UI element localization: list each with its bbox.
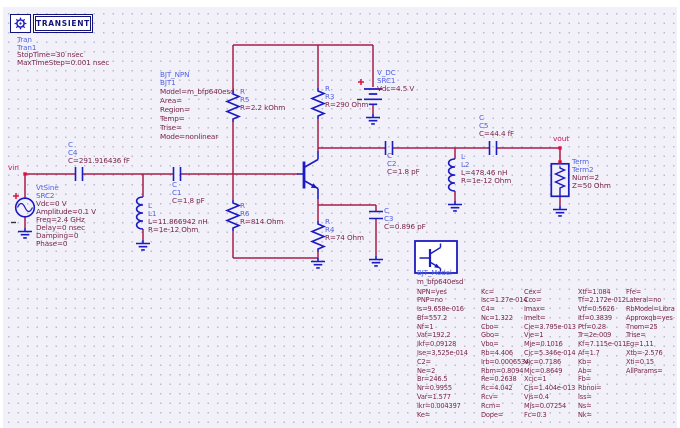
src1-params[interactable]: Vdc=4.5 V [377, 84, 415, 93]
capacitor-c3-symbol[interactable] [369, 210, 383, 220]
term-pin-dot [558, 160, 562, 164]
ground-l1[interactable] [135, 239, 151, 251]
c4-params[interactable]: C=291.916436 fF [68, 156, 130, 165]
transient-gear-icon [10, 14, 31, 33]
ground-term2[interactable] [552, 205, 568, 217]
vin-node-dot [23, 172, 27, 176]
wire-output-net[interactable] [318, 147, 561, 206]
plus-sign-icon [13, 193, 19, 199]
transient-title-box: TRANSIENT [33, 14, 93, 33]
r6-params[interactable]: R=814 Ohm [240, 217, 284, 226]
bjt-model-icon[interactable] [414, 240, 458, 274]
resistor-r6-symbol[interactable] [226, 199, 240, 232]
ground-l2[interactable] [447, 200, 463, 212]
ground-src1[interactable] [365, 113, 381, 125]
c5-params[interactable]: C=44.4 fF [479, 129, 515, 138]
capacitor-c2-symbol[interactable] [384, 141, 394, 155]
r5-params[interactable]: R=2.2 kOhm [240, 103, 286, 112]
node-label-vin: vin [8, 163, 19, 172]
inductor-l2-symbol[interactable] [447, 158, 456, 192]
vdc-src1-symbol[interactable] [357, 79, 382, 106]
ground-c3[interactable] [368, 255, 384, 267]
wire-bias-net[interactable] [232, 44, 374, 259]
top-margin [0, 0, 680, 7]
wire-emitter-net[interactable] [317, 199, 377, 258]
right-margin [677, 0, 680, 428]
bjt-model-title: BJT_Model [417, 269, 452, 277]
inductor-l1-symbol[interactable] [135, 196, 144, 230]
capacitor-c5-symbol[interactable] [488, 141, 498, 155]
resistor-r3-symbol[interactable] [311, 87, 325, 120]
c1-params[interactable]: C=1.8 pF [172, 196, 205, 205]
c2-params[interactable]: C=1.8 pF [387, 167, 420, 176]
capacitor-c4-symbol[interactable] [74, 167, 84, 181]
transient-title: TRANSIENT [35, 16, 91, 31]
ground-src2[interactable] [17, 227, 33, 239]
wire-input-net[interactable] [24, 173, 298, 240]
plus-sign-icon [358, 79, 364, 85]
bjt-model-name[interactable]: m_bfp640esd [417, 277, 464, 286]
ground-r4[interactable] [310, 257, 326, 269]
r3-params[interactable]: R=290 Ohm [325, 100, 369, 109]
resistor-r4-symbol[interactable] [311, 220, 325, 253]
node-dots [23, 146, 562, 176]
r4-params[interactable]: R=74 Ohm [325, 233, 364, 242]
capacitor-c1-symbol[interactable] [172, 167, 182, 181]
bjt1-transistor-symbol[interactable] [297, 151, 319, 199]
transient-controller[interactable]: TRANSIENT [10, 14, 93, 33]
c3-params[interactable]: C=0.896 pF [384, 222, 426, 231]
vtsine-src2-symbol[interactable] [11, 193, 36, 224]
left-margin [0, 0, 3, 428]
term2-symbol[interactable] [550, 162, 570, 198]
wire-net[interactable] [24, 44, 561, 259]
vout-node-dot [558, 146, 562, 150]
node-label-vout: vout [553, 134, 570, 143]
